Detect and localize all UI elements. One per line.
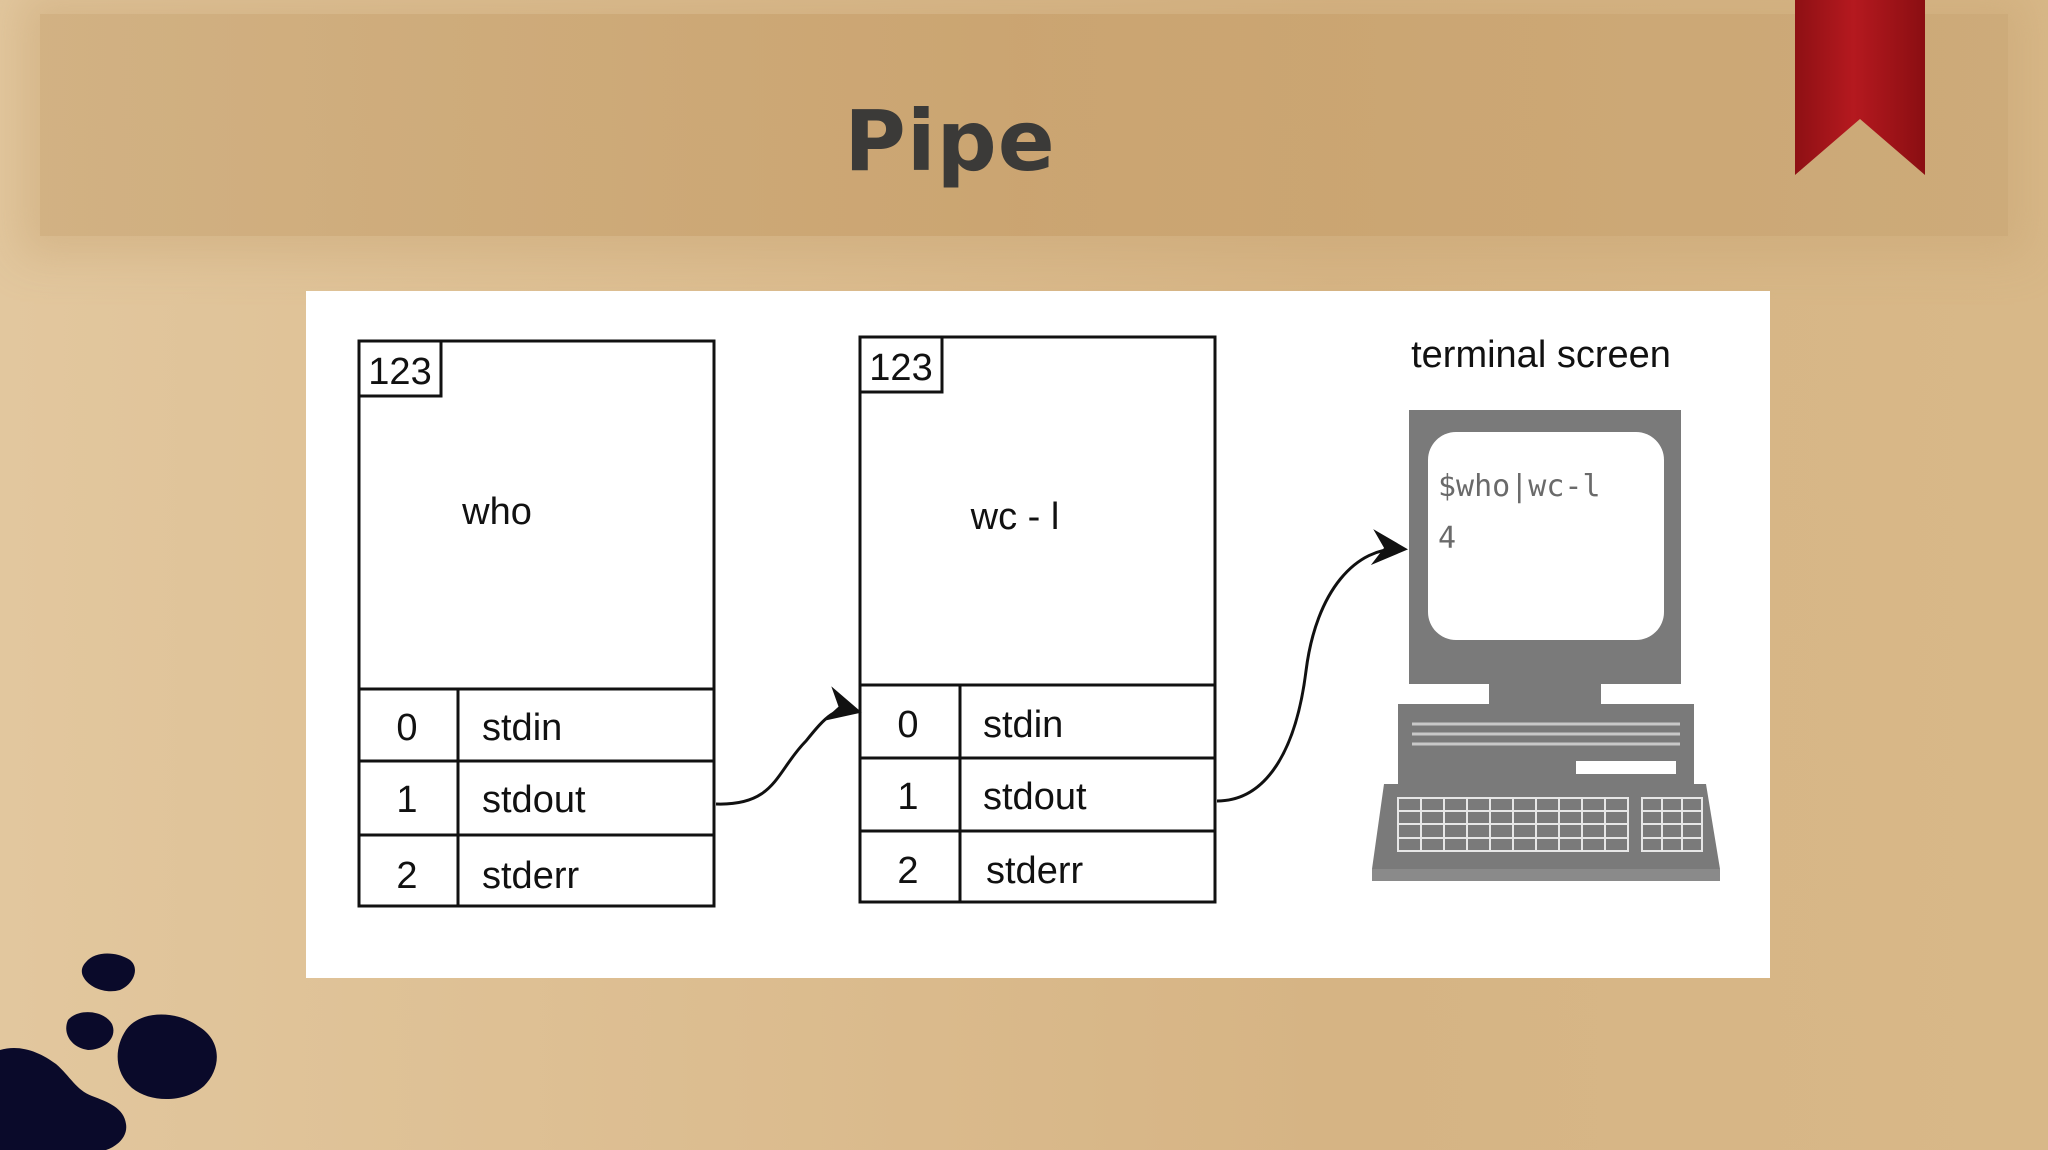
fd-name: stdin bbox=[983, 704, 1063, 746]
pipe-diagram: 123 who 0 stdin 1 stdout 2 stderr 123 wc… bbox=[357, 334, 1720, 908]
terminal-computer-icon bbox=[1372, 410, 1720, 881]
fd-name: stderr bbox=[482, 855, 579, 897]
fd-number: 2 bbox=[396, 855, 417, 897]
command-label: wc - l bbox=[970, 496, 1060, 538]
command-label: who bbox=[461, 491, 532, 533]
terminal-output-text: 4 bbox=[1438, 521, 1456, 556]
ink-splatter-decoration bbox=[0, 953, 217, 1150]
fd-number: 0 bbox=[897, 704, 918, 746]
pid-label: 123 bbox=[368, 351, 431, 393]
diagram-panel: 123 who 0 stdin 1 stdout 2 stderr 123 wc… bbox=[306, 291, 1770, 978]
terminal-command-text: $who|wc-l bbox=[1438, 469, 1601, 504]
terminal-label: terminal screen bbox=[1411, 334, 1671, 376]
fd-name: stdout bbox=[482, 779, 586, 821]
pid-box bbox=[357, 339, 443, 398]
process-wc: 123 wc - l 0 stdin 1 stdout 2 stderr bbox=[858, 335, 1217, 904]
process-box bbox=[357, 339, 716, 908]
output-arrow bbox=[1216, 529, 1408, 803]
fd-number: 0 bbox=[396, 707, 417, 749]
fd-number: 1 bbox=[396, 779, 417, 821]
fd-name: stdout bbox=[983, 776, 1087, 818]
fd-number: 1 bbox=[897, 776, 918, 818]
fd-number: 2 bbox=[897, 850, 918, 892]
fd-name: stdin bbox=[482, 707, 562, 749]
slide-title: Pipe bbox=[844, 92, 1056, 190]
title-band bbox=[40, 14, 2008, 236]
pid-label: 123 bbox=[869, 347, 932, 389]
pipe-arrow bbox=[715, 686, 862, 806]
pid-box bbox=[858, 335, 944, 394]
process-box bbox=[858, 335, 1217, 904]
process-who: 123 who 0 stdin 1 stdout 2 stderr bbox=[357, 339, 716, 908]
fd-name: stderr bbox=[986, 850, 1083, 892]
